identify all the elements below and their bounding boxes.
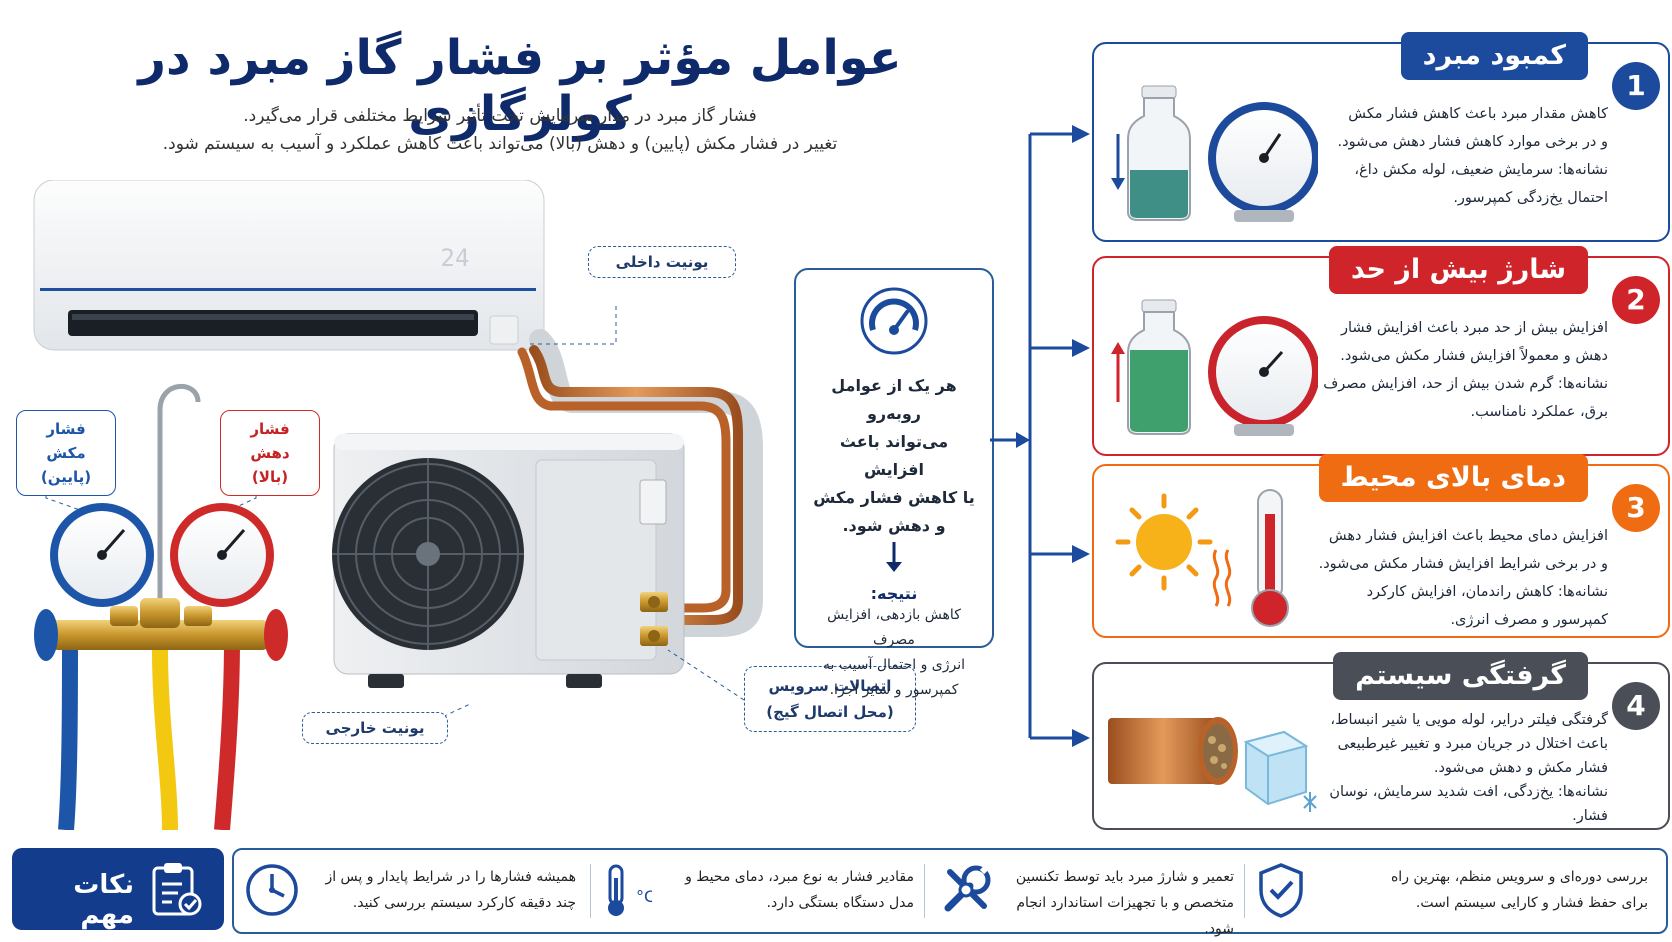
factor-desc-line: گرفتگی فیلتر درایر، لوله مویی یا شیر انب…	[1330, 712, 1608, 728]
gauge-icon	[860, 287, 928, 355]
factor-desc-line: دهش و معمولاً افزایش فشار مکش می‌شود.	[1340, 348, 1608, 364]
factor-title: گرفتگی سیستم	[1333, 652, 1588, 700]
manifold-gauge-set	[34, 384, 288, 831]
center-explanation-box: هر یک از عوامل روبه‌رو می‌تواند باعث افز…	[794, 268, 994, 698]
service-valves-label: اتصالات سرویس (محل اتصال گیج)	[744, 666, 916, 732]
refrigerant-pipes	[517, 329, 763, 637]
discharge-pressure-line-2: (بالا)	[251, 468, 289, 486]
discharge-pressure-line-1: فشار دهش	[250, 420, 290, 462]
tip-item: تعمیر و شارژ مبرد باید توسط تکنسین متخصص…	[998, 864, 1234, 937]
result-line-1: کاهش بازدهی، افزایش مصرف	[827, 607, 961, 648]
tip-line: تعمیر و شارژ مبرد باید توسط تکنسین	[1015, 869, 1234, 885]
tip-line: چند دقیقه کارکرد سیستم بررسی کنید.	[352, 895, 576, 911]
factor-desc-line: برق، عملکرد نامناسب.	[1470, 404, 1609, 420]
ac-illustration: 24	[0, 179, 1010, 831]
center-text-line-2: می‌تواند باعث افزایش	[839, 432, 949, 479]
suction-pressure-label: فشار مکش (پایین)	[16, 410, 116, 496]
result-label: نتیجه:	[870, 584, 918, 603]
indoor-unit-label: یونیت داخلی	[588, 246, 736, 278]
outdoor-unit-label: یونیت خارجی	[302, 712, 448, 744]
svg-text:°C: °C	[636, 887, 652, 906]
factor-desc-line: نشانه‌ها: گرم شدن بیش از حد، افزایش مصرف	[1323, 376, 1608, 392]
factor-desc-line: فشار مکش و دهش می‌شود.	[1433, 760, 1608, 776]
important-notes-bar: بررسی دوره‌ای و سرویس منظم، بهترین راه ب…	[232, 848, 1668, 937]
factor-card-high-ambient-temp: دمای بالای محیط 3 افزایش دمای محیط باعث …	[1092, 454, 1670, 638]
factor-desc-line: افزایش بیش از حد مبرد باعث افزایش فشار	[1340, 320, 1608, 336]
ac-system-drawing: 24	[33, 179, 763, 831]
factor-desc-line: نشانه‌ها: سرمایش ضعیف، لوله مکش داغ،	[1354, 162, 1608, 178]
outdoor-unit	[332, 433, 685, 688]
suction-pressure-line-1: فشار مکش	[46, 420, 86, 462]
tip-line: مقادیر فشار به نوع مبرد، دمای محیط و	[685, 869, 914, 885]
clipboard-check-icon	[152, 863, 202, 916]
service-valves-line-1: اتصالات سرویس	[768, 677, 892, 695]
factor-desc-line: نشانه‌ها: کاهش راندمان، افزایش کارکرد	[1366, 584, 1608, 600]
factor-title: کمبود مبرد	[1400, 32, 1588, 80]
factor-card-overcharge: شارژ بیش از حد 2 افزایش بیش از حد مبرد ب…	[1092, 246, 1670, 456]
suction-pressure-line-2: (پایین)	[40, 468, 92, 486]
tip-line: مدل دستگاه بستگی دارد.	[766, 895, 914, 911]
clock-icon	[246, 864, 298, 916]
discharge-pressure-label: فشار دهش (بالا)	[220, 410, 320, 496]
thermometer-icon	[1251, 489, 1289, 627]
center-text-line-3: یا کاهش فشار مکش	[813, 488, 975, 507]
sun-icon	[1115, 493, 1213, 591]
clogged-pipe-icon	[1108, 717, 1238, 785]
result-line-2: انرژی و احتمال آسیب به	[822, 657, 966, 673]
factor-desc-line: افزایش دمای محیط باعث افزایش فشار دهش	[1328, 528, 1608, 544]
service-valves-line-2: (محل اتصال گیج)	[766, 703, 894, 721]
tip-item: همیشه فشارها را در شرایط پایدار و پس از …	[308, 864, 576, 918]
factor-desc-line: باعث اختلال در جریان مبرد و تغییر غیرطبی…	[1337, 736, 1608, 752]
factor-desc-line: و در برخی شرایط افزایش فشار مکش می‌شود.	[1318, 556, 1608, 572]
important-notes-text: نکات مهم	[73, 870, 134, 930]
tip-line: بررسی دوره‌ای و سرویس منظم، بهترین راه	[1390, 869, 1648, 885]
tools-icon	[944, 865, 991, 912]
heat-waves-icon	[1212, 549, 1232, 607]
thermometer-celsius-icon: °C	[608, 864, 652, 916]
factor-desc-line: نشانه‌ها: یخ‌زدگی، افت شدید سرمایش، نوسا…	[1329, 784, 1608, 800]
flow-arrows	[990, 125, 1090, 747]
factor-desc-line: فشار.	[1572, 808, 1608, 824]
factor-desc-line: احتمال یخ‌زدگی کمپرسور.	[1453, 190, 1608, 206]
clog-visual	[1108, 717, 1317, 812]
down-arrow-icon	[886, 542, 902, 572]
factor-number: 2	[1612, 276, 1660, 324]
factor-card-refrigerant-shortage: کمبود مبرد 1 کاهش مقدار مبرد باعث کاهش ف…	[1092, 32, 1670, 242]
overcharge-visual	[1111, 299, 1318, 436]
tip-divider	[924, 864, 925, 918]
tip-divider	[1244, 864, 1245, 918]
factor-card-system-clog: گرفتگی سیستم 4 گرفتگی فیلتر درایر، لوله …	[1092, 652, 1670, 830]
factor-title: شارژ بیش از حد	[1328, 246, 1588, 294]
arrow-up-icon	[1111, 342, 1125, 354]
factor-desc-line: کاهش مقدار مبرد باعث کاهش فشار مکش	[1348, 106, 1608, 122]
ice-cube-icon	[1243, 730, 1317, 812]
indoor-display-text: 24	[441, 244, 470, 272]
arrow-down-icon	[1111, 178, 1125, 190]
factor-number: 1	[1612, 62, 1660, 110]
heat-visual	[1115, 489, 1289, 627]
tip-item: بررسی دوره‌ای و سرویس منظم، بهترین راه ب…	[1316, 864, 1648, 918]
subtitle-line-1: فشار گاز مبرد در مدار سرمایش تحت تأثیر ش…	[243, 106, 757, 126]
important-notes-label: نکات مهم	[12, 848, 224, 930]
indoor-unit: 24	[33, 179, 545, 351]
center-text-line-4: و دهش شود.	[842, 516, 946, 535]
tip-line: برای حفظ فشار و کارایی سیستم است.	[1415, 895, 1648, 911]
tip-item: مقادیر فشار به نوع مبرد، دمای محیط و مدل…	[660, 864, 914, 918]
page-title: عوامل مؤثر بر فشار گاز مبرد در کولرگازی	[138, 30, 902, 142]
center-text-line-1: هر یک از عوامل روبه‌رو	[831, 376, 957, 423]
factor-title: دمای بالای محیط	[1318, 454, 1588, 502]
result-line-3: کمپرسور و سایر اجزا.	[829, 682, 959, 698]
tip-divider	[590, 864, 591, 918]
factor-number: 4	[1612, 682, 1660, 730]
factor-number: 3	[1612, 484, 1660, 532]
factor-desc-line: و در برخی موارد کاهش فشار دهش می‌شود.	[1337, 134, 1608, 150]
factor-desc-line: کمپرسور و مصرف انرژی.	[1450, 612, 1608, 628]
shield-check-icon	[1259, 863, 1303, 918]
low-refrigerant-visual	[1111, 85, 1318, 222]
tip-line: متخصص و با تجهیزات استاندارد انجام شود.	[1016, 895, 1234, 937]
subtitle-line-2: تغییر در فشار مکش (پایین) و دهش (بالا) م…	[162, 134, 838, 154]
tip-line: همیشه فشارها را در شرایط پایدار و پس از	[325, 869, 576, 885]
